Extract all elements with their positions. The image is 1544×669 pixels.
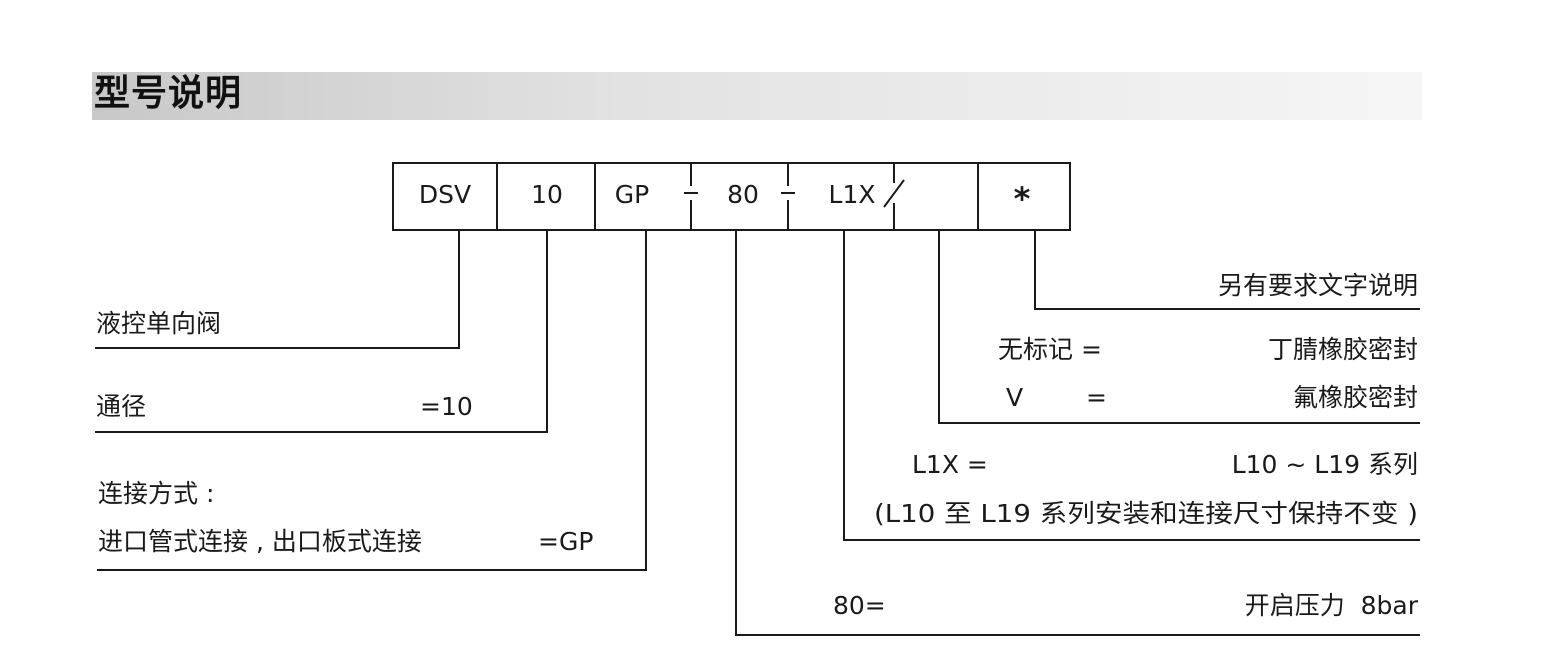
code-connection: GP	[615, 180, 649, 209]
seal-row2-desc: 氟橡胶密封	[1293, 383, 1418, 412]
separator-slash	[883, 179, 905, 208]
code-extra: *	[1014, 180, 1031, 218]
series-desc: L10 ~ L19 系列	[1232, 450, 1418, 479]
leader-line-valve-type	[95, 230, 460, 349]
series-note: (L10 至 L19 系列安装和连接尺寸保持不变 )	[874, 499, 1418, 528]
leader-line-pressure	[735, 230, 1420, 636]
size-value: =10	[420, 392, 473, 421]
code-pressure: 80	[727, 180, 759, 209]
seal-row1-desc: 丁腈橡胶密封	[1268, 335, 1418, 364]
extra-desc: 另有要求文字说明	[1218, 271, 1418, 300]
leader-line-size	[95, 230, 548, 433]
page-title: 型号说明	[94, 73, 243, 114]
size-label: 通径	[96, 392, 146, 421]
code-series: L1X	[829, 180, 876, 209]
pressure-desc: 开启压力 8bar	[1245, 591, 1419, 620]
seal-row2-code: V	[1006, 383, 1023, 412]
connection-value: =GP	[538, 527, 593, 556]
connection-label-2: 进口管式连接 , 出口板式连接	[98, 527, 422, 556]
leader-line-connection	[97, 230, 647, 571]
valve-type-label: 液控单向阀	[96, 309, 221, 338]
connection-label-1: 连接方式 :	[98, 479, 214, 508]
title-bar	[92, 72, 1422, 120]
pressure-code: 80=	[833, 591, 886, 620]
code-dsv: DSV	[419, 180, 471, 209]
leader-line-series	[843, 230, 1420, 541]
code-size: 10	[531, 180, 563, 209]
seal-row1-code: 无标记 =	[998, 335, 1102, 364]
leader-line-seal	[938, 230, 1420, 424]
seal-row2-eq: =	[1086, 383, 1107, 412]
leader-line-extra	[1034, 230, 1420, 310]
code-frame	[392, 162, 1071, 231]
series-code: L1X =	[912, 450, 988, 479]
